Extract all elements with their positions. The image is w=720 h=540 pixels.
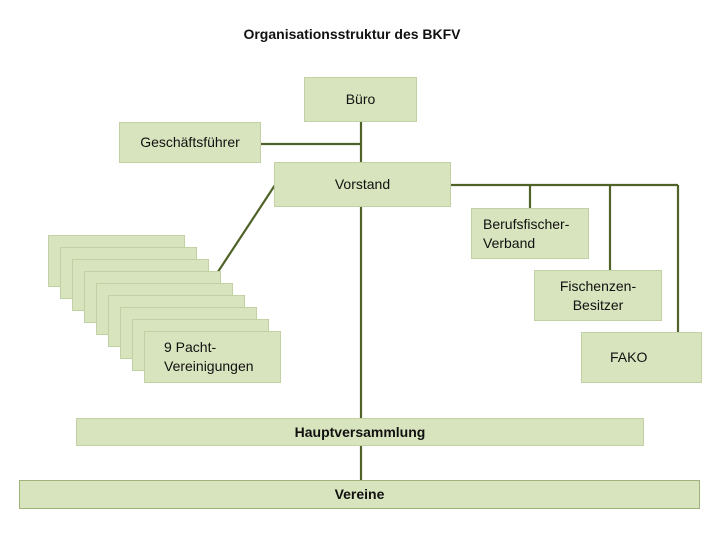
node-pacht-line1: 9 Pacht- <box>164 339 217 356</box>
node-buero: Büro <box>304 77 417 122</box>
node-geschaeftsfuehrer: Geschäftsführer <box>119 122 261 163</box>
node-hauptversammlung-label: Hauptversammlung <box>294 423 426 440</box>
node-vereine: Vereine <box>19 480 700 509</box>
node-berufsfischer-line2: Verband <box>483 234 536 251</box>
node-geschaeftsfuehrer-label: Geschäftsführer <box>140 134 240 151</box>
page-title: Organisationsstruktur des BKFV <box>243 26 461 42</box>
node-vereine-label: Vereine <box>334 486 385 503</box>
node-vorstand: Vorstand <box>274 162 451 207</box>
node-pacht-vereinigungen: 9 Pacht- Vereinigungen <box>144 331 281 383</box>
node-berufsfischer-line1: Berufsfischer- <box>483 215 570 232</box>
node-fischenzen-besitzer: Fischenzen- Besitzer <box>534 270 662 321</box>
node-hauptversammlung: Hauptversammlung <box>76 418 644 446</box>
node-buero-label: Büro <box>345 91 376 108</box>
node-vorstand-label: Vorstand <box>334 176 391 193</box>
node-berufsfischer-verband: Berufsfischer- Verband <box>471 208 589 259</box>
connector-pacht <box>207 184 276 288</box>
node-fako: FAKO <box>581 332 702 383</box>
node-fako-label: FAKO <box>610 349 648 366</box>
node-fischenzen-line2: Besitzer <box>572 296 624 313</box>
node-fischenzen-line1: Fischenzen- <box>559 277 637 294</box>
node-pacht-line2: Vereinigungen <box>164 358 254 374</box>
